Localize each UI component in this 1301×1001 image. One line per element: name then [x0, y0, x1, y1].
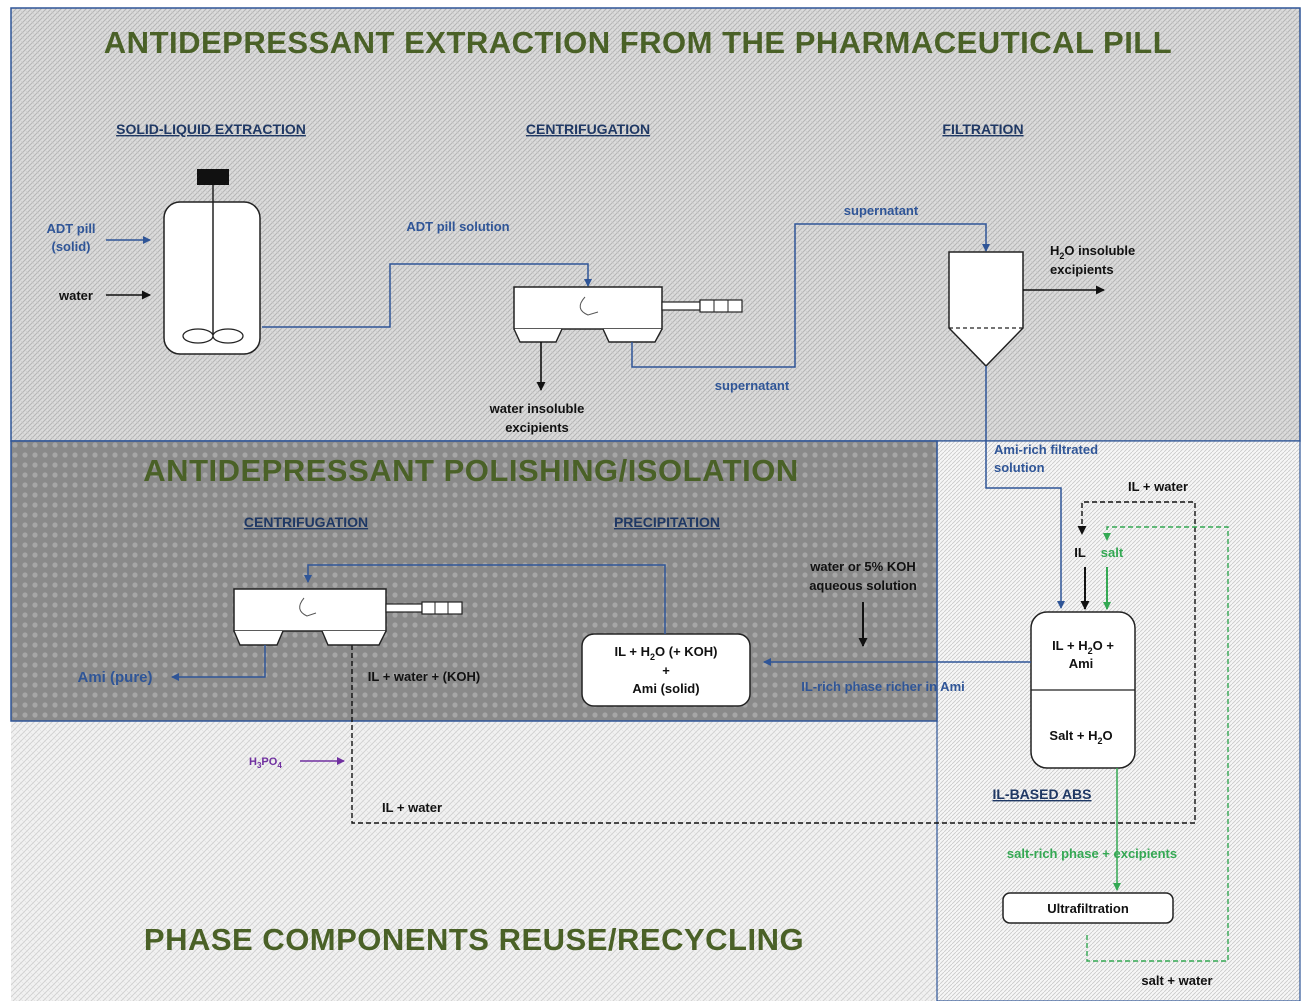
step-precipitation: PRECIPITATION [614, 514, 720, 530]
abs-vessel-icon [1030, 611, 1136, 769]
filter-icon [948, 251, 1024, 368]
il-water-bottom-label: IL + water [382, 800, 442, 815]
h2o-insoluble-label-1: H2O insoluble [1050, 243, 1135, 261]
ami-pure-flow [171, 645, 266, 681]
salt-label: salt [1101, 545, 1124, 560]
h3po4-label: H3PO4 [249, 756, 282, 770]
il-water-top-label: IL + water [1128, 479, 1188, 494]
precip-to-centrifuge-flow [304, 564, 666, 634]
abs-bottom-label: Salt + H2O [1049, 728, 1112, 746]
ultrafiltration-box [1002, 892, 1174, 924]
polishing-region [10, 440, 938, 722]
step-centrifugation-1: CENTRIFUGATION [526, 121, 650, 137]
ami-pure-label: Ami (pure) [78, 669, 153, 686]
abs-top-label-1: IL + H2O + [1052, 638, 1114, 656]
extraction-title: ANTIDEPRESSANT EXTRACTION FROM THE PHARM… [104, 25, 1172, 60]
salt-rich-label: salt-rich phase + excipients [1007, 846, 1177, 861]
adt-pill-solid-label: (solid) [52, 239, 91, 254]
adt-solution-label: ADT pill solution [406, 219, 509, 234]
step-il-based-abs: IL-BASED ABS [992, 786, 1091, 802]
stirred-tank-icon [163, 169, 261, 355]
h2o-insoluble-label-2: excipients [1050, 262, 1114, 277]
adt-solution-flow [262, 263, 592, 328]
abs-top-label-2: Ami [1069, 656, 1094, 671]
ultrafiltration-label: Ultrafiltration [1047, 901, 1129, 916]
step-solid-liquid: SOLID-LIQUID EXTRACTION [116, 121, 306, 137]
water-label: water [58, 288, 93, 303]
supernatant-label-top: supernatant [844, 203, 919, 218]
centrifuge-icon [513, 286, 743, 343]
il-water-recycle-flow [351, 501, 1196, 824]
recycling-title: PHASE COMPONENTS REUSE/RECYCLING [144, 922, 804, 957]
water-koh-label-2: aqueous solution [809, 578, 917, 593]
supernatant-flow [631, 223, 990, 368]
ami-rich-label-2: solution [994, 460, 1045, 475]
polishing-title: ANTIDEPRESSANT POLISHING/ISOLATION [143, 453, 798, 488]
step-centrifugation-2: CENTRIFUGATION [244, 514, 368, 530]
water-koh-label-1: water or 5% KOH [809, 559, 915, 574]
precip-label-2: + [662, 663, 670, 678]
precip-label-3: Ami (solid) [632, 681, 699, 696]
salt-water-label: salt + water [1141, 973, 1212, 988]
step-filtration: FILTRATION [942, 121, 1023, 137]
supernatant-label-bottom: supernatant [715, 378, 790, 393]
precip-label-1: IL + H2O (+ KOH) [614, 644, 717, 662]
ami-rich-label-1: Ami-rich filtrated [994, 442, 1098, 457]
water-insoluble-label-2: excipients [505, 420, 569, 435]
precipitation-box [581, 633, 751, 707]
salt-water-recycle-flow [1086, 526, 1229, 962]
water-insoluble-label-1: water insoluble [489, 401, 585, 416]
centrifuge-2-icon [233, 588, 463, 646]
adt-pill-label: ADT pill [46, 221, 95, 236]
ami-rich-flow [985, 366, 1065, 609]
il-rich-label: IL-rich phase richer in Ami [801, 679, 965, 694]
il-label: IL [1074, 545, 1086, 560]
il-water-koh-label: IL + water + (KOH) [368, 669, 480, 684]
